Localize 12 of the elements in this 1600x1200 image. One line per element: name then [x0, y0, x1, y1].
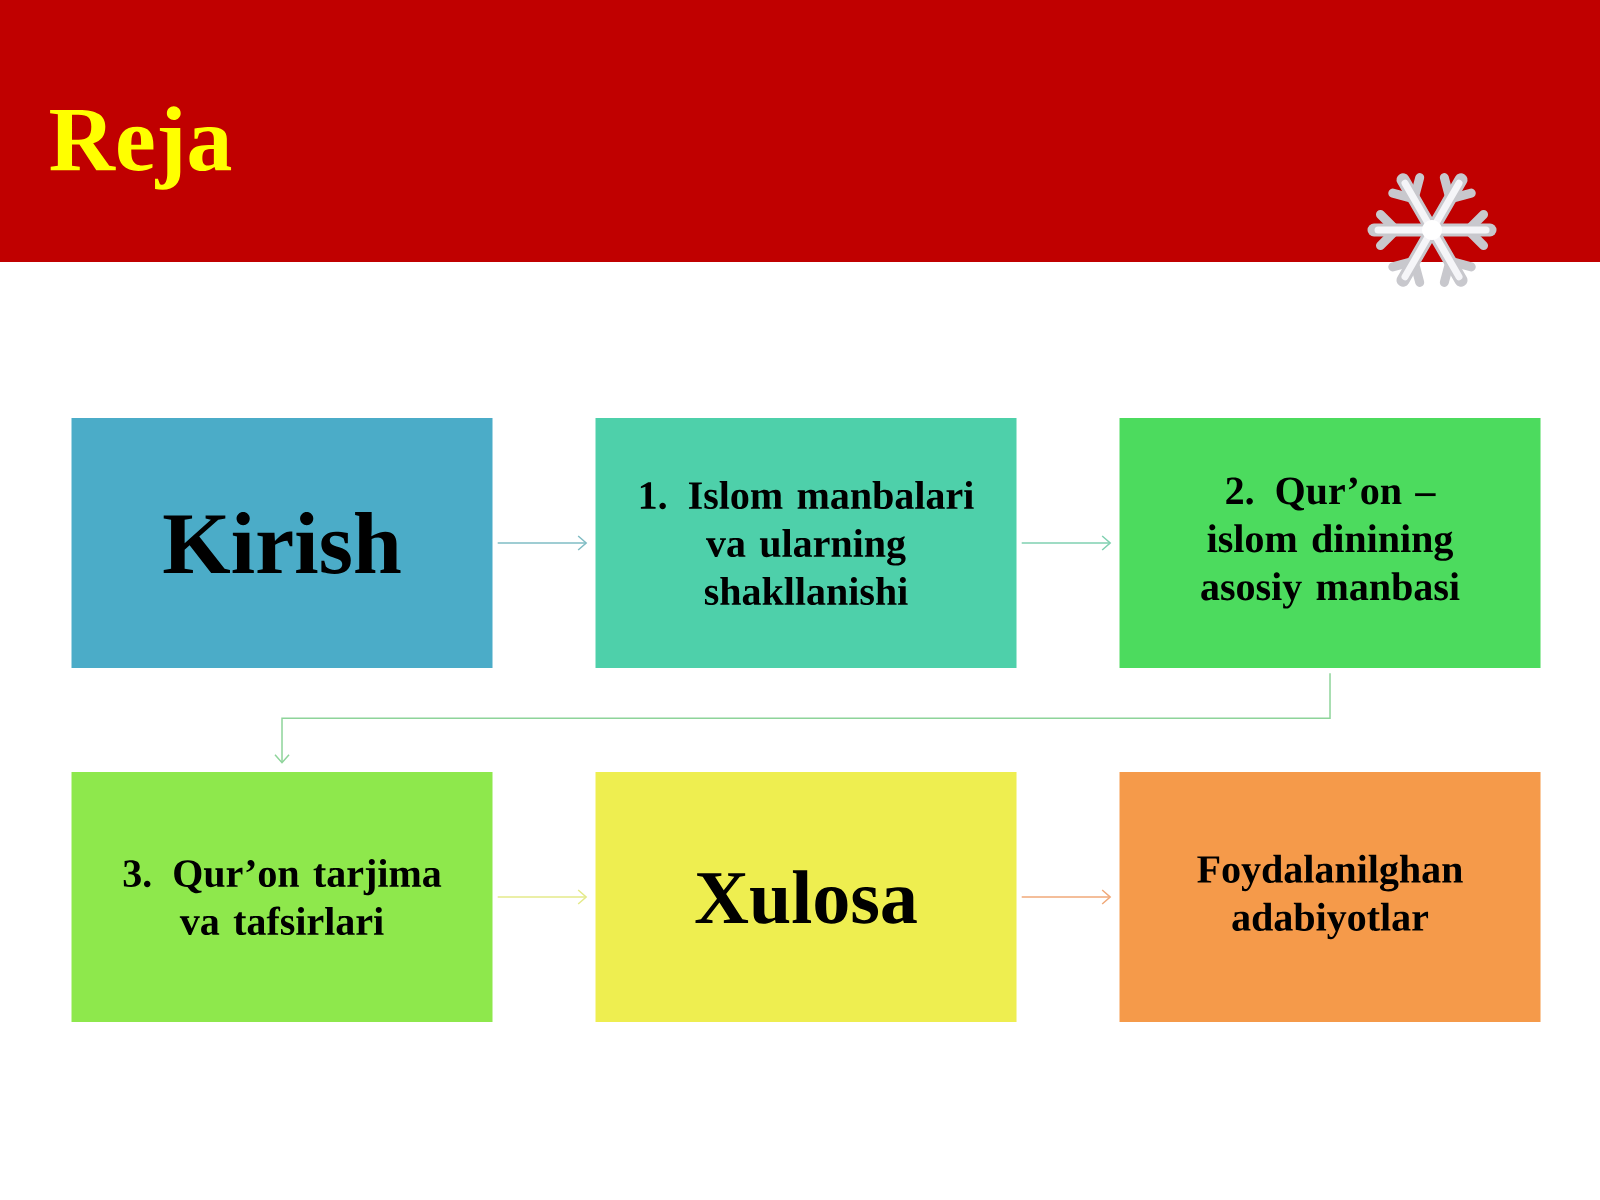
- arrow: [496, 535, 588, 551]
- topic-box: 2. Qur’on – islom dinining asosiy manbasi: [1119, 418, 1541, 668]
- topic-box: Xulosa: [595, 772, 1017, 1022]
- topic-box: 1. Islom manbalari va ularning shakllanishi: [595, 418, 1017, 668]
- arrow: [274, 672, 1331, 764]
- arrow: [1020, 535, 1112, 551]
- topic-box: Foydalanilghan adabiyotlar: [1119, 772, 1541, 1022]
- topic-box: 3. Qur’on tarjima va tafsirlari: [71, 772, 493, 1022]
- arrow: [496, 889, 588, 905]
- topic-box: Kirish: [71, 418, 493, 668]
- slide-title: Reja: [50, 106, 232, 190]
- arrow: [1020, 889, 1112, 905]
